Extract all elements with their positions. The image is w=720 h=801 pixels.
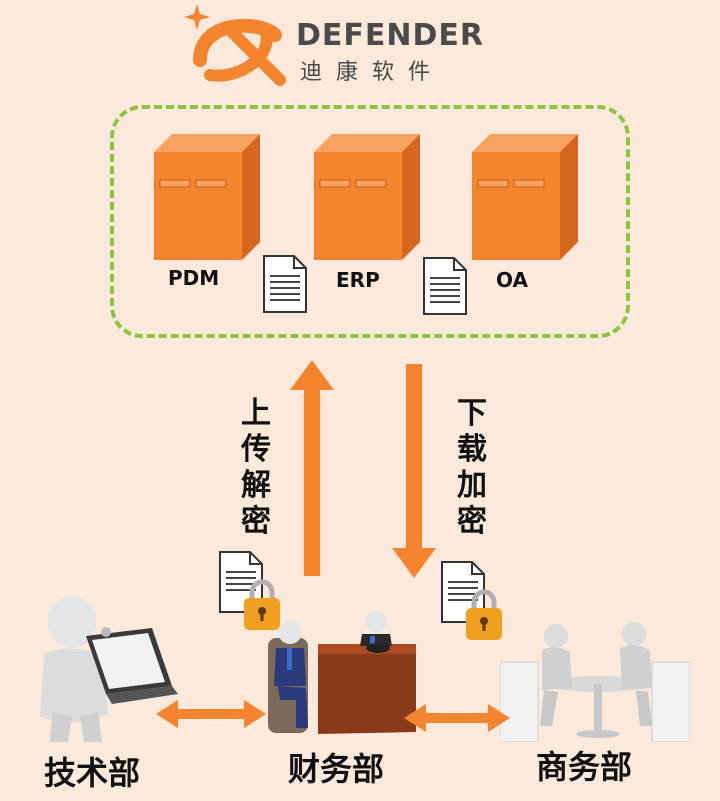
- upload-arrow-icon: [290, 360, 334, 576]
- download-encrypt-char: 加: [457, 468, 487, 503]
- server-group: [110, 105, 630, 338]
- document-icon: [423, 257, 467, 315]
- double-arrow-icon: [404, 704, 510, 732]
- dept-label-business: 商务部: [536, 748, 633, 786]
- brand-subtitle: 迪康软件: [300, 60, 445, 85]
- upload-decrypt-char: 密: [241, 504, 271, 539]
- encrypted-document-icon: [441, 561, 502, 640]
- download-encrypt-label: 下载加密: [452, 396, 492, 540]
- upload-decrypt-char: 上: [241, 396, 271, 431]
- tech-person-laptop-icon: [40, 596, 178, 742]
- server-label-erp: ERP: [336, 268, 380, 292]
- business-meeting-icon: [500, 622, 690, 742]
- server-label-oa: OA: [496, 268, 528, 292]
- brand-name: DEFENDER: [296, 18, 484, 53]
- logo: [180, 0, 290, 90]
- server-label-pdm: PDM: [168, 266, 220, 290]
- download-encrypt-char: 密: [457, 504, 487, 539]
- dept-label-finance: 财务部: [288, 750, 385, 788]
- upload-decrypt-char: 传: [241, 432, 271, 467]
- upload-decrypt-char: 解: [241, 468, 271, 503]
- upload-decrypt-label: 上传解密: [236, 396, 276, 540]
- dept-label-tech: 技术部: [44, 754, 141, 792]
- download-encrypt-char: 下: [457, 396, 487, 431]
- server-erp: [314, 134, 420, 260]
- download-encrypt-char: 载: [457, 432, 487, 467]
- server-oa: [472, 134, 578, 260]
- server-pdm: [154, 134, 260, 260]
- finance-office-icon: [268, 611, 416, 734]
- download-arrow-icon: [392, 364, 436, 578]
- encrypted-document-icon: [219, 551, 280, 630]
- document-icon: [263, 255, 307, 313]
- double-arrow-icon: [156, 700, 266, 728]
- defender-logo-icon: [184, 4, 286, 86]
